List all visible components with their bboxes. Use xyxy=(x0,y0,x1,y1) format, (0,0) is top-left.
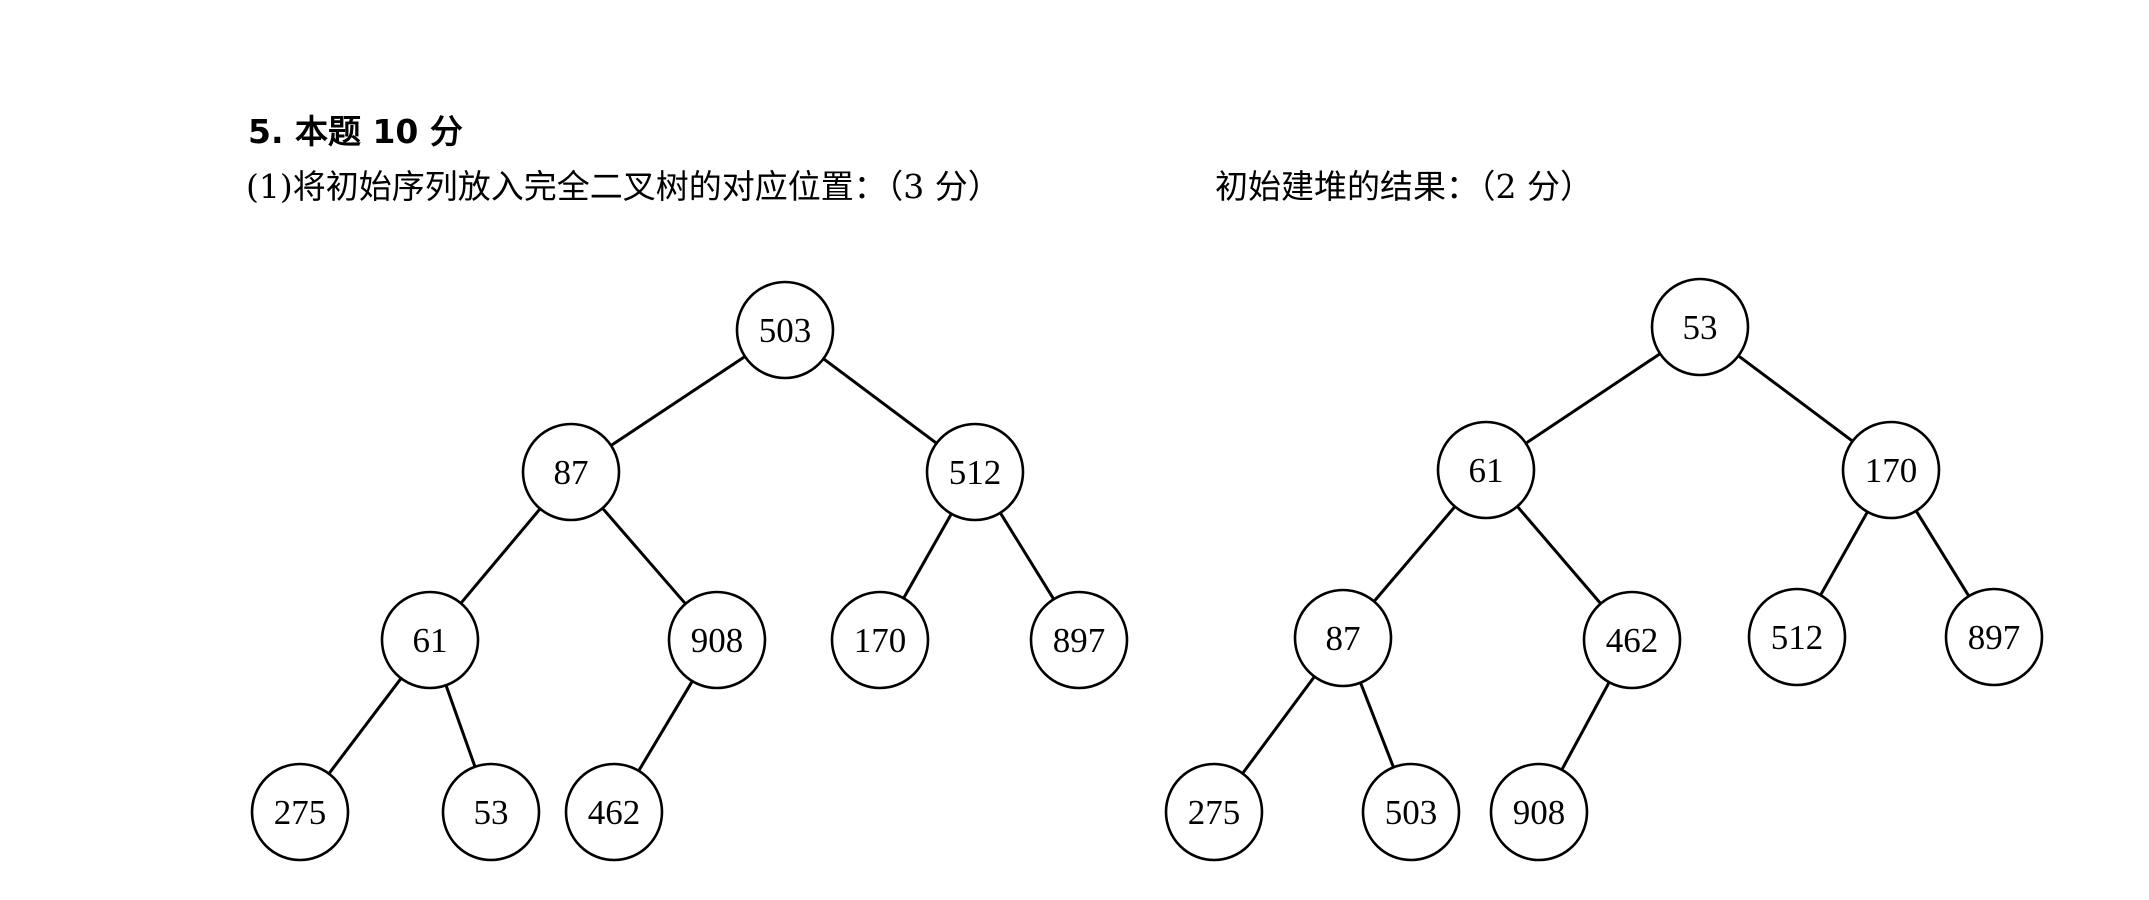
tree-node: 908 xyxy=(1489,762,1589,862)
node-label: 61 xyxy=(413,621,448,660)
tree-edge xyxy=(601,507,687,605)
node-label: 908 xyxy=(1513,793,1566,832)
tree-edges xyxy=(1241,352,1971,775)
tree-node: 503 xyxy=(735,280,835,380)
tree-edge xyxy=(1241,675,1316,775)
node-circle xyxy=(667,590,767,690)
node-label: 53 xyxy=(1683,308,1718,347)
node-label: 53 xyxy=(474,793,509,832)
node-circle xyxy=(1361,762,1461,862)
node-label: 275 xyxy=(1188,793,1241,832)
node-circle xyxy=(380,590,480,690)
tree-node: 462 xyxy=(564,762,664,862)
tree-edge xyxy=(637,680,694,772)
tree-node: 87 xyxy=(521,422,621,522)
tree-node: 275 xyxy=(1164,762,1264,862)
tree-node: 512 xyxy=(1747,587,1847,687)
tree-edges xyxy=(327,355,1055,775)
node-label: 170 xyxy=(1865,451,1918,490)
tree-edge xyxy=(610,355,746,447)
tree-edge xyxy=(327,677,403,775)
question-heading: 5. 本题 10 分 xyxy=(248,112,463,151)
node-label: 462 xyxy=(1606,621,1659,660)
tree-node: 53 xyxy=(1650,277,1750,377)
tree-edge xyxy=(902,513,953,599)
node-circle xyxy=(521,422,621,522)
node-label: 462 xyxy=(588,793,641,832)
tree-edge xyxy=(1560,681,1611,771)
tree-edge xyxy=(999,512,1055,600)
node-label: 908 xyxy=(691,621,744,660)
node-label: 897 xyxy=(1968,618,2021,657)
tree-edge xyxy=(459,507,542,605)
initial-sequence-tree: 503 87 512 61 908 170 897 275 53 462 xyxy=(250,280,1129,862)
node-circle xyxy=(1293,588,1393,688)
node-label: 170 xyxy=(854,621,907,660)
node-circle xyxy=(1436,420,1536,520)
tree-node: 275 xyxy=(250,762,350,862)
node-circle xyxy=(1944,587,2044,687)
node-circle xyxy=(250,762,350,862)
tree-node: 61 xyxy=(1436,420,1536,520)
part2-caption: 初始建堆的结果：（2 分） xyxy=(1215,167,1593,206)
tree-node: 170 xyxy=(1841,420,1941,520)
tree-node: 170 xyxy=(830,590,930,690)
node-label: 897 xyxy=(1053,621,1106,660)
node-label: 61 xyxy=(1469,451,1504,490)
node-circle xyxy=(735,280,835,380)
node-label: 87 xyxy=(554,453,589,492)
tree-node: 908 xyxy=(667,590,767,690)
tree-edge xyxy=(1525,352,1661,445)
tree-node: 503 xyxy=(1361,762,1461,862)
node-circle xyxy=(1841,420,1941,520)
tree-node: 61 xyxy=(380,590,480,690)
tree-node: 87 xyxy=(1293,588,1393,688)
tree-node: 462 xyxy=(1582,590,1682,690)
node-circle xyxy=(1582,590,1682,690)
tree-node: 512 xyxy=(925,422,1025,522)
node-circle xyxy=(925,422,1025,522)
part1-caption: (1)将初始序列放入完全二叉树的对应位置：（3 分） xyxy=(246,167,1001,206)
tree-node: 897 xyxy=(1944,587,2044,687)
tree-node: 53 xyxy=(441,762,541,862)
node-circle xyxy=(441,762,541,862)
node-label: 512 xyxy=(949,453,1002,492)
tree-edge xyxy=(1516,505,1602,605)
tree-edge xyxy=(1372,505,1457,603)
node-label: 503 xyxy=(759,311,812,350)
node-circle xyxy=(1489,762,1589,862)
node-label: 87 xyxy=(1326,619,1361,658)
node-circle xyxy=(830,590,930,690)
tree-edge xyxy=(822,357,938,445)
tree-edge xyxy=(1359,682,1395,768)
tree-edge xyxy=(1819,511,1869,596)
node-circle xyxy=(1164,762,1264,862)
node-circle xyxy=(1029,590,1129,690)
initial-heap-tree: 53 61 170 87 462 512 897 275 503 908 xyxy=(1164,277,2044,862)
tree-edge xyxy=(444,684,477,768)
node-circle xyxy=(1650,277,1750,377)
tree-edge xyxy=(1737,354,1854,443)
node-circle xyxy=(564,762,664,862)
tree-edge xyxy=(1914,510,1971,597)
node-circle xyxy=(1747,587,1847,687)
node-label: 512 xyxy=(1771,618,1824,657)
tree-node: 897 xyxy=(1029,590,1129,690)
node-label: 503 xyxy=(1385,793,1438,832)
node-label: 275 xyxy=(274,793,327,832)
